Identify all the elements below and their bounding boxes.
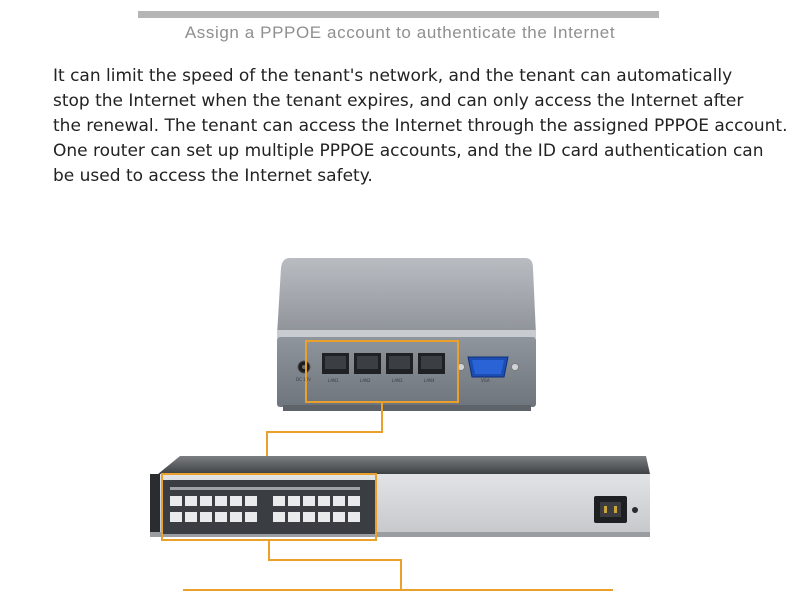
header-divider-bar <box>138 11 659 18</box>
lan-port-1: LAN1 <box>322 353 349 383</box>
switch-status-leds <box>170 487 360 490</box>
section-heading: Assign a PPPOE account to authenticate t… <box>184 23 616 42</box>
lan-port-2: LAN2 <box>354 353 381 383</box>
lan-port-label: LAN1 <box>328 378 339 383</box>
switch-ports-bottom-row <box>170 512 360 522</box>
lan-port-3: LAN3 <box>386 353 413 383</box>
router-foot <box>283 405 531 411</box>
router-lid <box>277 258 536 335</box>
mini-pc-router: DC 12V LAN1 LAN2 LAN3 LAN4 <box>277 258 536 411</box>
switch-ports-top-row <box>170 496 360 506</box>
lan-port-label: LAN4 <box>424 378 435 383</box>
paragraph-line: One router can set up multiple PPPOE acc… <box>53 141 764 161</box>
power-inlet-icon <box>594 496 638 523</box>
lan-port-label: LAN2 <box>360 378 371 383</box>
paragraph-line: the renewal. The tenant can access the I… <box>53 116 788 136</box>
switch-bottom-edge <box>150 532 650 537</box>
router-lid-edge <box>277 330 536 338</box>
switch-downstream-link <box>268 541 402 590</box>
paragraph-line: be used to access the Internet safety. <box>53 166 373 186</box>
network-switch <box>150 456 650 541</box>
vga-label: VGA <box>481 378 490 383</box>
switch-left-bezel <box>150 474 160 536</box>
paragraph-line: stop the Internet when the tenant expire… <box>53 91 744 111</box>
lan-port-4: LAN4 <box>418 353 445 383</box>
switch-ports-highlight <box>161 473 377 541</box>
description-paragraph: It can limit the speed of the tenant's n… <box>53 64 788 189</box>
lan-port-label: LAN3 <box>392 378 403 383</box>
dc-label: DC 12V <box>296 377 311 382</box>
vga-port-icon: VGA <box>457 356 519 383</box>
paragraph-line: It can limit the speed of the tenant's n… <box>53 66 733 86</box>
router-switch-link <box>266 402 383 474</box>
switch-top <box>158 456 650 474</box>
